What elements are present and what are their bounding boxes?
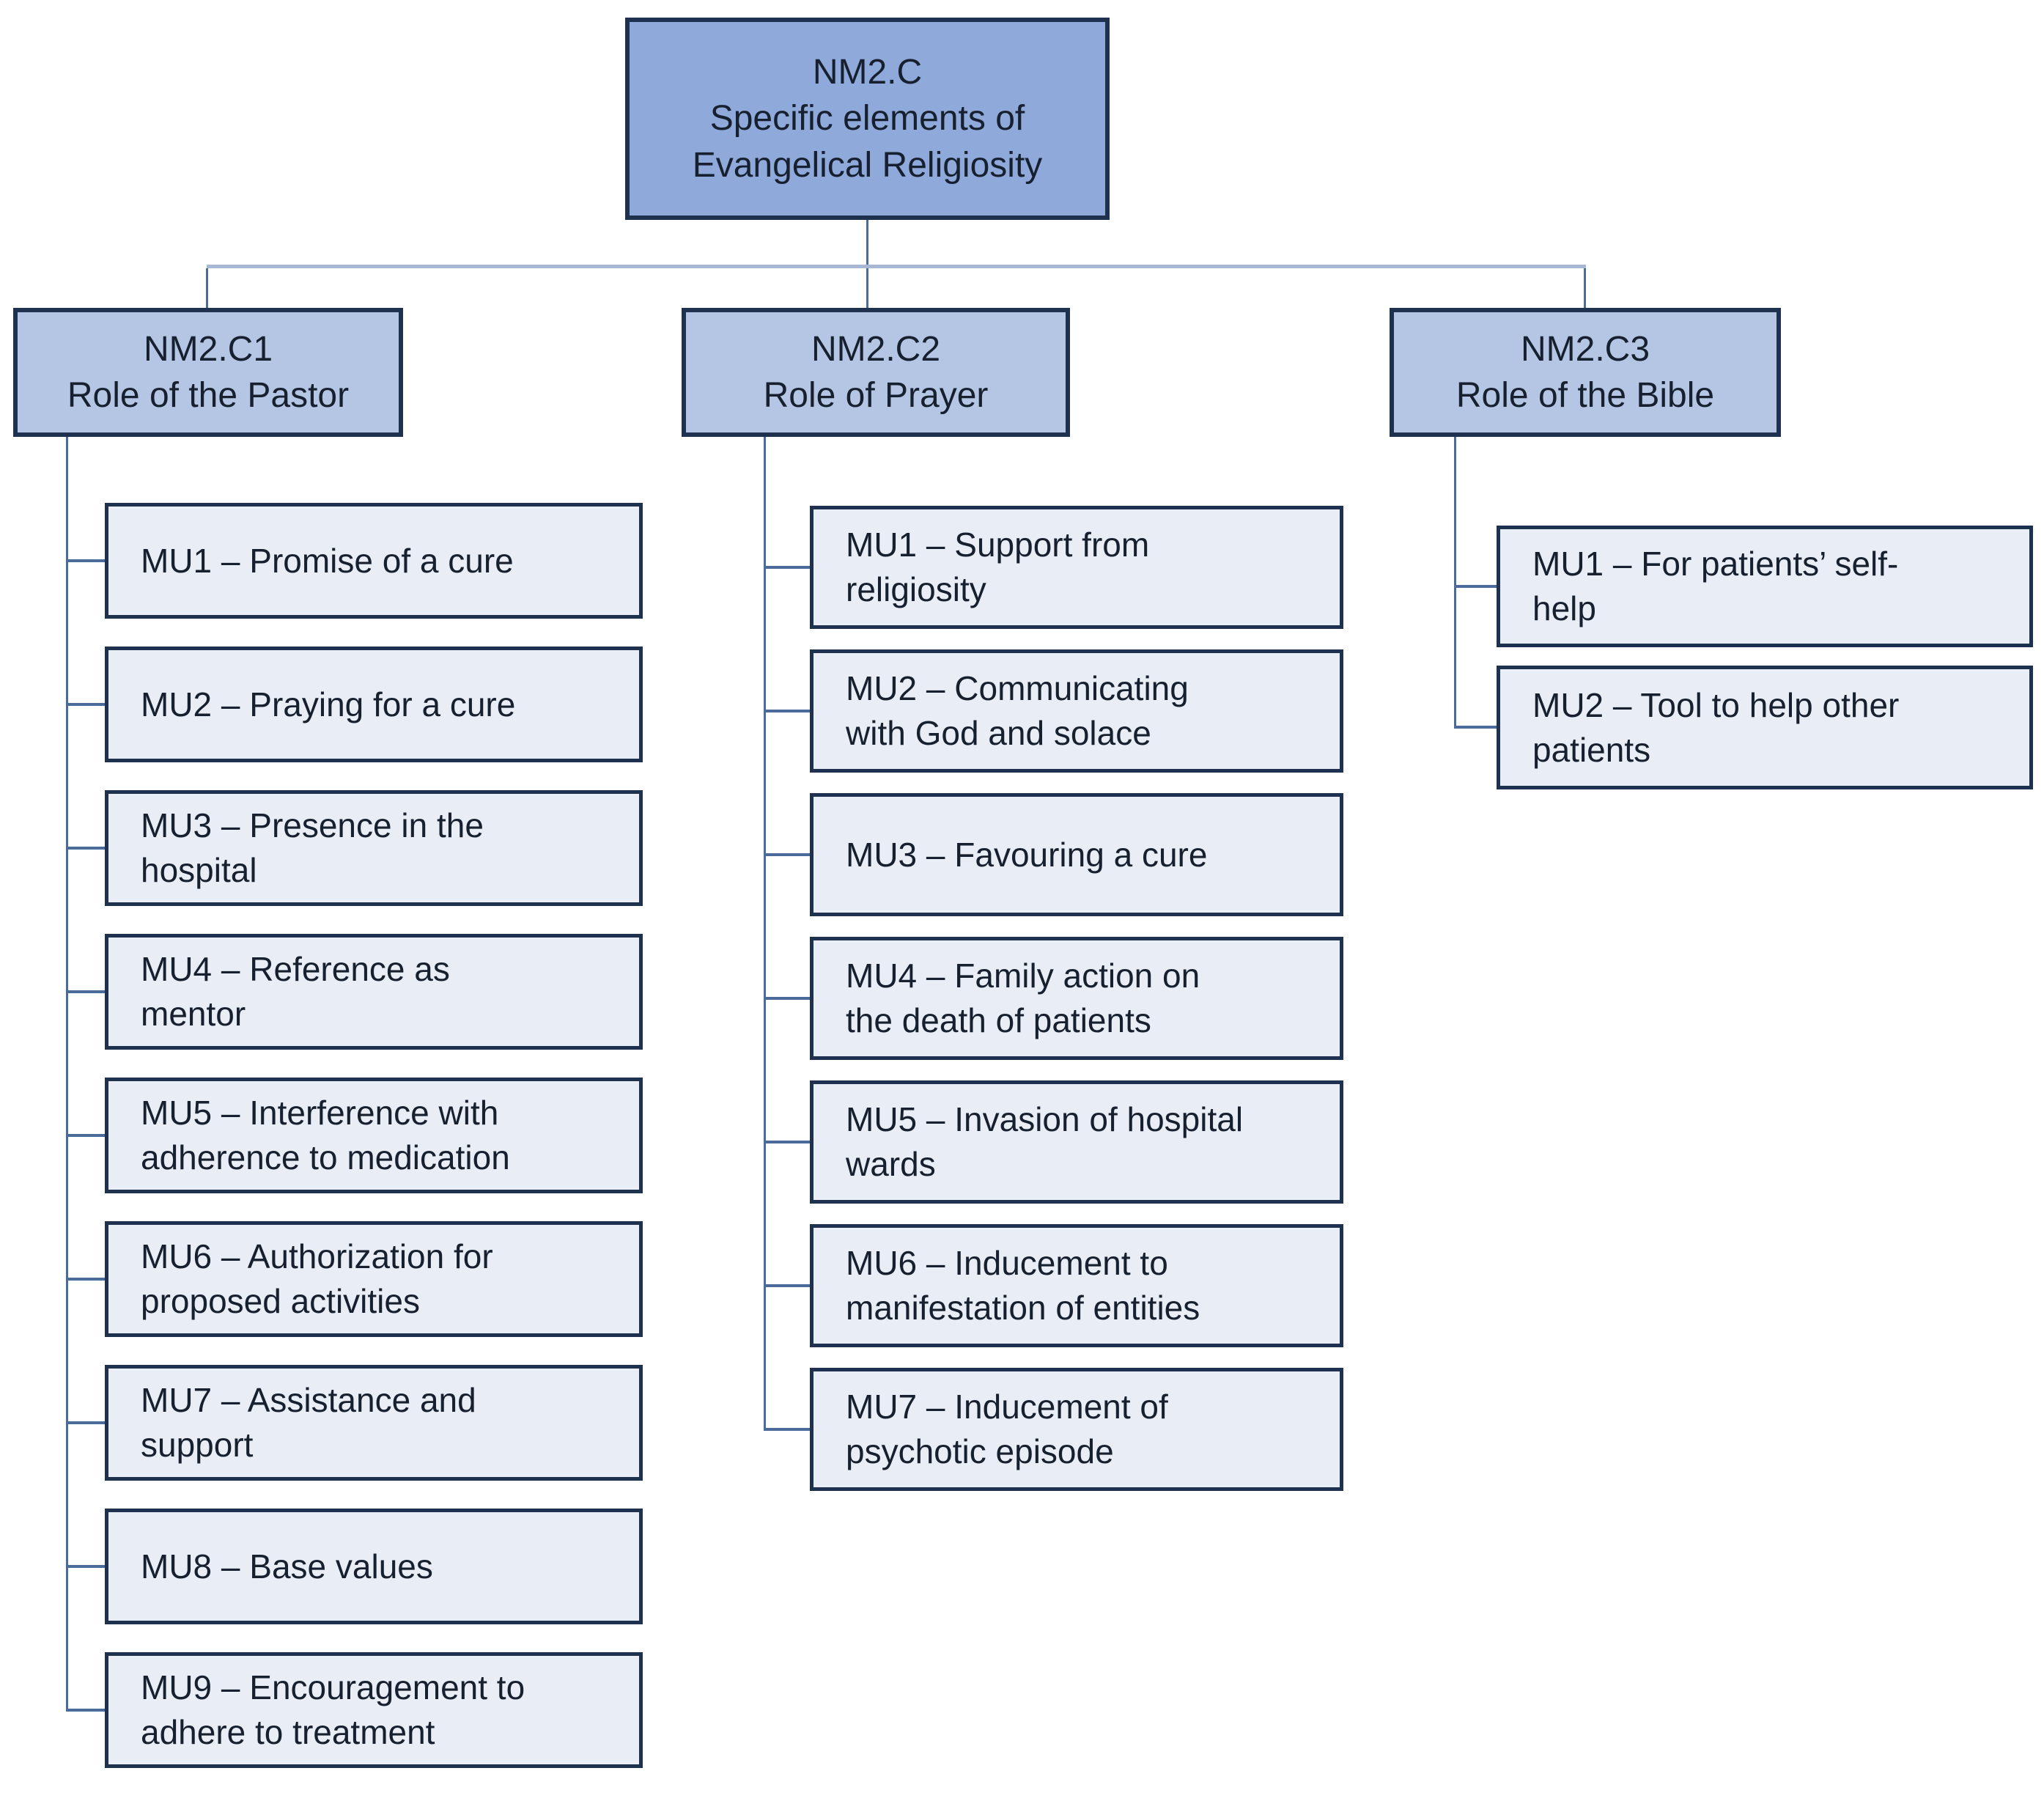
connector-column3-spine [1454,437,1456,728]
node-c2-mu2: MU2 – Communicating with God and solace [810,649,1343,773]
node-c1-mu8: MU8 – Base values [105,1509,643,1624]
node-label: MU6 – Inducement to manifestation of ent… [846,1244,1200,1327]
connector-stub [66,1278,105,1281]
connector-stub [1454,585,1497,588]
connector-stub [66,1421,105,1424]
node-label: MU2 – Tool to help other patients [1532,685,1900,769]
node-label: MU6 – Authorization for proposed activit… [141,1237,493,1320]
node-c1-mu7: MU7 – Assistance and support [105,1365,643,1481]
connector-stub [764,853,810,856]
node-c2-mu5: MU5 – Invasion of hospital wards [810,1080,1343,1204]
node-label: MU4 – Family action on the death of pati… [846,957,1200,1039]
node-c3-mu2: MU2 – Tool to help other patients [1497,666,2033,789]
connector-stub [764,1141,810,1143]
node-label: MU4 – Reference as mentor [141,950,450,1033]
connector-horizontal [207,265,1586,268]
connector-stub [764,997,810,1000]
node-label: MU1 – Promise of a cure [141,541,514,580]
node-c3-mu1: MU1 – For patients’ self- help [1497,526,2033,647]
connector-column1-spine [66,437,68,1712]
connector-branch1-drop [206,268,208,309]
connector-stub [764,566,810,569]
node-c2-mu7: MU7 – Inducement of psychotic episode [810,1368,1343,1491]
connector-column2-spine [764,437,766,1429]
node-label: MU7 – Assistance and support [141,1381,476,1464]
node-c1-mu4: MU4 – Reference as mentor [105,934,643,1050]
node-label: MU8 – Base values [141,1547,433,1585]
node-label: MU2 – Praying for a cure [141,685,516,723]
node-branch-label: NM2.C3 Role of the Bible [1455,329,1715,415]
node-label: MU9 – Encouragement to adhere to treatme… [141,1668,525,1751]
node-branch-prayer: NM2.C2 Role of Prayer [682,308,1070,437]
node-label: MU5 – Interference with adherence to med… [141,1094,510,1176]
node-branch-label: NM2.C2 Role of Prayer [763,329,989,415]
connector-stub [764,1284,810,1287]
node-c2-mu1: MU1 – Support from religiosity [810,506,1343,629]
node-c2-mu3: MU3 – Favouring a cure [810,793,1343,916]
node-c1-mu2: MU2 – Praying for a cure [105,647,643,762]
node-c1-mu6: MU6 – Authorization for proposed activit… [105,1221,643,1337]
node-root: NM2.C Specific elements of Evangelical R… [625,18,1110,220]
node-c1-mu1: MU1 – Promise of a cure [105,503,643,619]
connector-stub [66,703,105,706]
connector-stub [66,1709,105,1712]
connector-branch3-drop [1584,268,1586,309]
node-branch-label: NM2.C1 Role of the Pastor [67,329,350,415]
node-branch-bible: NM2.C3 Role of the Bible [1390,308,1781,437]
node-label: MU1 – For patients’ self- help [1532,545,1899,627]
node-label: MU7 – Inducement of psychotic episode [846,1388,1168,1470]
node-c1-mu5: MU5 – Interference with adherence to med… [105,1078,643,1193]
connector-stub [764,1428,810,1431]
node-label: MU1 – Support from religiosity [846,526,1150,608]
node-root-label: NM2.C Specific elements of Evangelical R… [692,52,1043,185]
connector-stub [66,1134,105,1137]
connector-stub [1454,726,1497,729]
node-label: MU3 – Favouring a cure [846,835,1208,874]
node-label: MU5 – Invasion of hospital wards [846,1100,1244,1183]
node-label: MU3 – Presence in the hospital [141,806,484,889]
connector-stub [764,710,810,712]
node-c2-mu4: MU4 – Family action on the death of pati… [810,937,1343,1060]
node-branch-pastor: NM2.C1 Role of the Pastor [13,308,403,437]
node-c2-mu6: MU6 – Inducement to manifestation of ent… [810,1224,1343,1347]
connector-stub [66,1565,105,1568]
connector-stub [66,847,105,850]
node-c1-mu9: MU9 – Encouragement to adhere to treatme… [105,1652,643,1768]
connector-root-drop [866,220,868,308]
node-c1-mu3: MU3 – Presence in the hospital [105,790,643,906]
connector-stub [66,559,105,562]
node-label: MU2 – Communicating with God and solace [846,669,1189,752]
connector-stub [66,990,105,993]
